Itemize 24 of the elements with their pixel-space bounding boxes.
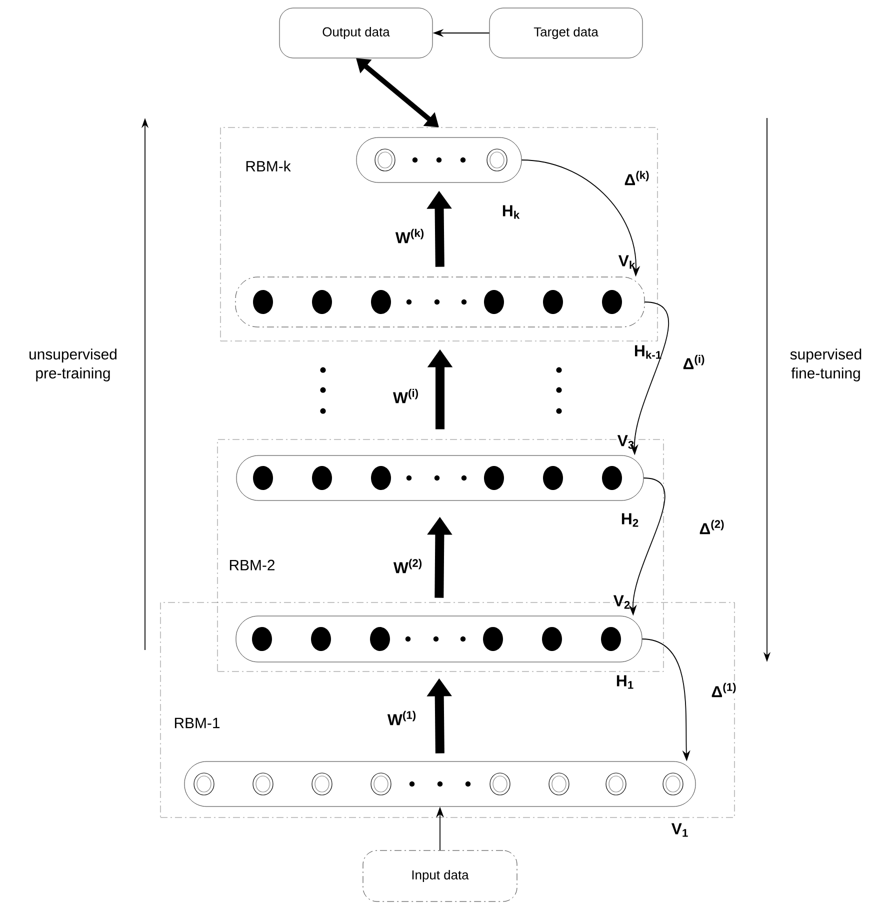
edge-label: W$^{(1)}$ <box>386 710 418 726</box>
layer-label: H$_{1}$ <box>616 675 634 689</box>
neuron-layer <box>184 761 696 807</box>
edge-label: Δ$^{(k)}$ <box>623 170 651 186</box>
edge-label: Δ$^{(2)}$ <box>698 518 726 536</box>
data-box: Input data <box>362 850 518 902</box>
neuron-layer <box>356 137 522 183</box>
neuron-layer <box>235 276 645 328</box>
layer-label: V$_{1}$ <box>671 823 688 837</box>
layer-label: V$_{2}$ <box>613 595 630 609</box>
neuron-layer <box>236 455 644 501</box>
layer-label: H$_{k}$ <box>502 205 520 219</box>
edge-label: W$^{(k)}$ <box>394 228 426 244</box>
edge-label: W$^{(i)}$ <box>392 388 420 404</box>
edge-label: W$^{(2)}$ <box>392 558 424 574</box>
neuron-layer <box>236 616 642 662</box>
layer-label: H$_{2}$ <box>622 513 638 527</box>
edge-label: Δ$^{(i)}$ <box>682 354 706 370</box>
data-box: Target data <box>489 8 643 58</box>
side-label: unsupervised pre-training <box>30 348 116 382</box>
layer-label: H$_{k-1}$ <box>635 345 662 359</box>
data-box: Output data <box>279 8 433 58</box>
side-label: supervised fine-tuning <box>790 348 862 382</box>
edge-label: Δ$^{(1)}$ <box>710 682 738 698</box>
